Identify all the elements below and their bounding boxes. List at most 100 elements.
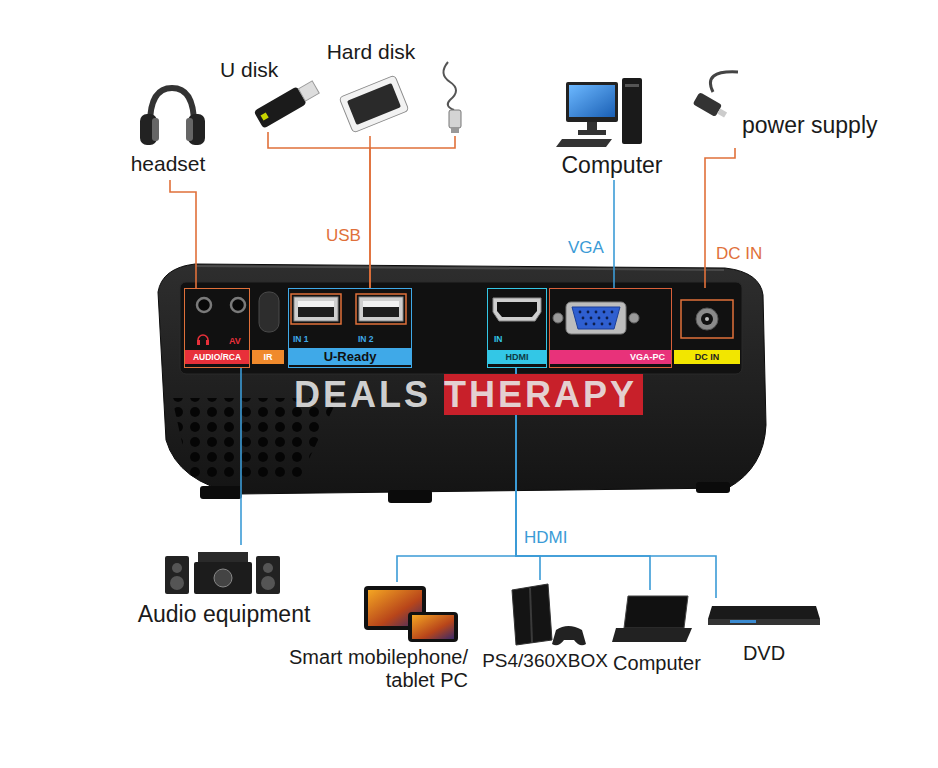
- projector-body: [158, 264, 766, 503]
- connection-type-label: VGA: [568, 238, 604, 258]
- ir-window: [259, 292, 279, 332]
- vga-pins: [590, 317, 593, 320]
- port-label-strip: IR: [252, 350, 284, 364]
- usb-tongue: [363, 301, 399, 307]
- phone-screen: [412, 615, 454, 639]
- headphone-jack: [197, 298, 211, 312]
- dvd-display: [730, 620, 756, 623]
- dvd-front: [708, 619, 820, 625]
- node-label: U disk: [220, 58, 278, 82]
- device-node: power supply: [688, 68, 893, 148]
- port-panel: IN 1IN 2U-Ready: [288, 288, 412, 368]
- vga-pins: [579, 311, 614, 326]
- port-panel: AV AUDIO/RCA: [184, 288, 250, 368]
- speaker: [256, 556, 280, 594]
- cable: [443, 62, 456, 110]
- usb-outline: [291, 294, 341, 324]
- vga-screw: [553, 313, 563, 323]
- vga-port: [553, 302, 639, 334]
- keyboard: [556, 139, 612, 147]
- power-plug-icon: [693, 72, 738, 121]
- projector-foot: [388, 490, 432, 503]
- device-node: headset: [121, 82, 215, 180]
- device-node: Smart mobilephone/ tablet PC: [271, 582, 470, 700]
- usb-tongue: [298, 301, 334, 307]
- phone: [408, 612, 458, 642]
- usb-outline: [356, 294, 406, 324]
- usb-cable-icon: [443, 62, 461, 133]
- monitor-base: [578, 130, 606, 135]
- projector-edge-highlight: [196, 266, 724, 270]
- console: [512, 584, 552, 645]
- ear-pad: [152, 118, 159, 141]
- dvd-top: [708, 606, 820, 619]
- laptop-icon: [612, 596, 692, 642]
- projector-shell: [158, 264, 766, 494]
- speaker-cone: [172, 563, 182, 573]
- dc-ring: [696, 308, 718, 330]
- volume-knob: [214, 569, 232, 587]
- headphone-symbol: [198, 335, 208, 344]
- device-node: Computer: [551, 72, 673, 180]
- node-label: PS4/360XBOX: [478, 650, 612, 672]
- dc-pin: [705, 317, 709, 321]
- vga-pins: [579, 311, 582, 314]
- headphone-symbol: [197, 340, 200, 345]
- vga-pins: [601, 323, 604, 326]
- speaker-cone: [170, 576, 184, 590]
- port-label-strip: DC IN: [674, 350, 740, 364]
- connection-line: [613, 180, 615, 288]
- vga-pins: [595, 311, 598, 314]
- port-panel: VGA-PC: [549, 288, 672, 368]
- speaker-cone: [261, 576, 275, 590]
- connection-line: [268, 132, 370, 288]
- connection-line: [240, 368, 242, 545]
- speaker-cone: [263, 563, 273, 573]
- node-label: headset: [122, 152, 214, 176]
- port-label-strip: HDMI: [488, 350, 546, 364]
- node-label: Smart mobilephone/ tablet PC: [272, 646, 468, 692]
- node-label: IN 2: [358, 335, 374, 345]
- node-label: DVD: [704, 642, 824, 665]
- usb-slot: [363, 301, 399, 317]
- vga-pins: [598, 317, 601, 320]
- node-label: Computer: [552, 152, 672, 178]
- vga-shell: [566, 302, 626, 334]
- node-label: power supply: [742, 112, 878, 138]
- projector-foot: [200, 486, 242, 499]
- vga-pins: [611, 311, 614, 314]
- port-strip: [180, 282, 742, 374]
- usb-stick-icon: [254, 78, 321, 128]
- connection-line: [705, 148, 735, 288]
- node-label: IN: [494, 335, 503, 345]
- monitor-screen: [569, 85, 615, 117]
- hdmi-port: [493, 298, 541, 321]
- laptop-screen: [624, 596, 688, 628]
- connection-type-label: HDMI: [524, 528, 567, 548]
- vga-pins: [593, 323, 596, 326]
- pc-drive: [625, 84, 639, 87]
- vga-pins: [606, 317, 609, 320]
- device-node: DVD: [703, 598, 825, 668]
- vga-socket: [572, 307, 620, 329]
- node-label: AV: [229, 336, 241, 346]
- speaker: [165, 556, 189, 594]
- av-jack: [231, 298, 245, 312]
- vga-screw: [629, 313, 639, 323]
- node-label: Audio equipment: [126, 601, 322, 627]
- port-label-strip: AUDIO/RCA: [185, 350, 249, 364]
- device-node: Computer: [611, 590, 703, 682]
- vga-pins: [603, 311, 606, 314]
- headset-icon: [140, 88, 205, 145]
- laptop-base: [612, 628, 692, 642]
- usb-shell: [294, 297, 338, 321]
- connection-type-label: USB: [326, 226, 361, 246]
- node-label: Computer: [612, 652, 702, 675]
- vga-pins: [582, 317, 585, 320]
- cable-plug: [449, 110, 461, 128]
- game-console-icon: [512, 584, 586, 645]
- connection-type-label: DC IN: [716, 244, 762, 264]
- device-node: Audio equipment: [125, 545, 323, 630]
- usb-port: [291, 294, 341, 324]
- vga-pins: [609, 323, 612, 326]
